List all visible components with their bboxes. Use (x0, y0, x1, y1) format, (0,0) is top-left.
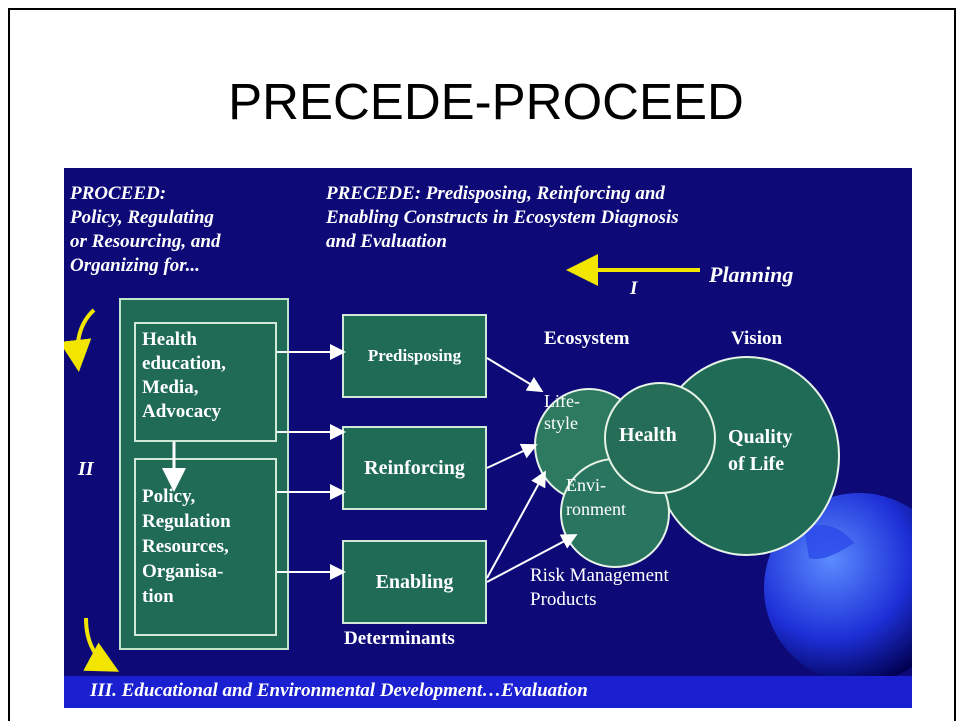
lifestyle-line: style (544, 413, 578, 433)
precede-header: PRECEDE: Predisposing, Reinforcing and E… (326, 182, 679, 254)
box-line: Advocacy (142, 401, 222, 422)
box-line: tion (142, 586, 174, 607)
risk-line: Risk Management (530, 565, 669, 586)
quality-of-life-label: Quality of Life (728, 424, 792, 478)
box-line: Media, (142, 377, 199, 398)
proceed-header-line: Organizing for... (70, 255, 200, 276)
phase-one-label: I (630, 278, 638, 299)
proceed-header: PROCEED: Policy, Regulating or Resourcin… (70, 182, 220, 278)
evaluation-banner: III. Educational and Environmental Devel… (64, 676, 912, 708)
predisposing-box: Predisposing (342, 314, 487, 398)
vision-label: Vision (731, 328, 783, 349)
health-label: Health (619, 424, 677, 446)
precede-header-line: and Evaluation (326, 231, 447, 252)
box-line: education, (142, 353, 226, 374)
health-education-box: Health education, Media, Advocacy (134, 322, 277, 442)
planning-label: Planning (709, 262, 794, 287)
lifestyle-label: Life- style (544, 390, 580, 434)
determinants-label: Determinants (344, 628, 455, 649)
slide-title: PRECEDE-PROCEED (228, 73, 744, 130)
precede-header-line: PRECEDE: Predisposing, Reinforcing and (326, 183, 665, 204)
box-line: Organisa- (142, 561, 224, 582)
health-circle (604, 382, 716, 494)
proceed-header-line: Policy, Regulating (70, 207, 214, 228)
precede-proceed-diagram: PROCEED: Policy, Regulating or Resourcin… (64, 168, 912, 708)
enabling-box: Enabling (342, 540, 487, 624)
risk-management-label: Risk Management Products (530, 564, 669, 612)
box-line: Health (142, 329, 197, 350)
environment-line: ronment (566, 499, 626, 519)
quality-line: Quality (728, 426, 793, 448)
policy-regulation-box: Policy, Regulation Resources, Organisa- … (134, 458, 277, 636)
diagram-arrows (64, 254, 700, 672)
proceed-header-line: or Resourcing, and (70, 231, 221, 252)
quality-line: of Life (728, 453, 785, 475)
proceed-header-line: PROCEED: (70, 183, 167, 204)
risk-line: Products (530, 589, 597, 610)
ecosystem-label: Ecosystem (544, 328, 630, 349)
globe-icon (764, 493, 912, 683)
environment-label: Envi- ronment (566, 473, 626, 521)
box-line: Resources, (142, 536, 229, 557)
phase-two-label: II (78, 458, 94, 480)
reinforcing-box: Reinforcing (342, 426, 487, 510)
box-line: Regulation (142, 511, 231, 532)
environment-line: Envi- (566, 475, 606, 495)
slide-frame (8, 8, 956, 721)
evaluation-banner-text: III. Educational and Environmental Devel… (90, 680, 588, 701)
precede-header-line: Enabling Constructs in Ecosystem Diagnos… (326, 207, 679, 228)
lifestyle-line: Life- (544, 391, 580, 411)
